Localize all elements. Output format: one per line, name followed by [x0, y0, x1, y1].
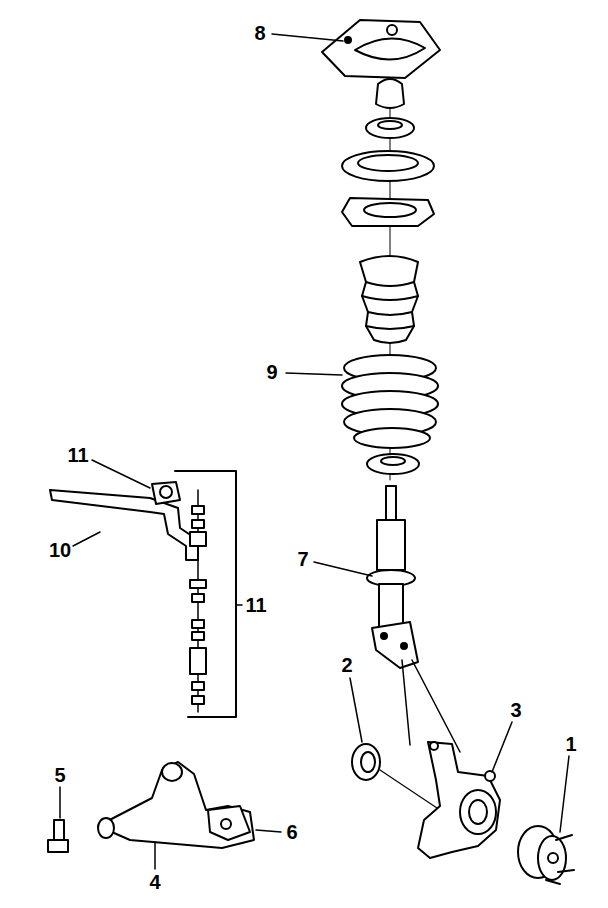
callout-number: 9 [266, 362, 277, 382]
callout-number: 6 [286, 822, 297, 842]
callout-number: 2 [341, 655, 352, 675]
callout-number: 11 [245, 595, 266, 615]
callout-number: 11 [67, 445, 88, 465]
callout-number: 7 [297, 549, 308, 569]
callout-number: 1 [565, 734, 576, 754]
callout-number: 4 [149, 872, 160, 892]
callout-number: 5 [54, 765, 65, 785]
callout-number: 3 [510, 700, 521, 720]
callout-number: 10 [49, 540, 71, 560]
callout-number: 8 [254, 23, 265, 43]
